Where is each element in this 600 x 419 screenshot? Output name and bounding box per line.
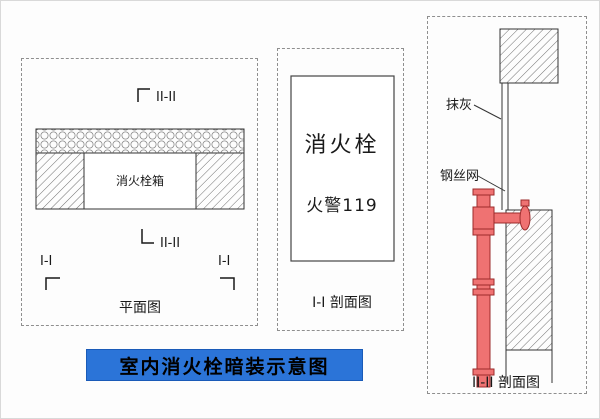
leader-line bbox=[473, 104, 502, 120]
valve-handwheel-icon bbox=[519, 205, 531, 231]
pipe-flange bbox=[472, 228, 495, 236]
section-marker-left: I-I bbox=[40, 254, 60, 290]
section-marker-right: I-I bbox=[218, 254, 235, 290]
section-ii-caption: II-II 剖面图 bbox=[472, 375, 540, 391]
pipe-flange bbox=[472, 368, 495, 376]
wall-section-upper-block bbox=[499, 28, 559, 84]
pipe-flange bbox=[472, 278, 495, 286]
plan-view-panel: II-II 消火栓箱 II-II I-I I-I bbox=[21, 58, 258, 326]
section-marker-top: II-II bbox=[137, 88, 176, 105]
valve-stem-cap bbox=[520, 199, 530, 207]
section-marker-bottom: II-II bbox=[141, 229, 180, 251]
section-i-panel: 消火栓 火警119 I-I 剖面图 bbox=[277, 48, 404, 331]
section-cut-mark-icon bbox=[137, 88, 150, 102]
fire-hydrant-pipe bbox=[472, 188, 531, 388]
valve-body bbox=[472, 206, 495, 230]
wall-insulation-band bbox=[35, 128, 245, 154]
wire-mesh-callout: 钢丝网 bbox=[440, 169, 506, 192]
hydrant-face-text: 消火栓 bbox=[304, 133, 379, 158]
hydrant-front-face-outline bbox=[290, 75, 395, 262]
valve-branch-pipe bbox=[489, 212, 523, 224]
plaster-callout: 抹灰 bbox=[446, 98, 502, 120]
wall-hatch-block-left bbox=[35, 152, 85, 210]
title-text: 室内消火栓暗装示意图 bbox=[119, 355, 330, 378]
fire-alarm-number-text: 火警119 bbox=[306, 196, 377, 216]
wall-section-lower-block bbox=[505, 209, 553, 351]
section-marker-top-label: II-II bbox=[156, 90, 176, 105]
leader-line bbox=[477, 175, 506, 192]
pipe-flange bbox=[472, 188, 495, 196]
section-i-drawing: 消火栓 火警119 I-I 剖面图 bbox=[290, 75, 395, 311]
hydrant-box-label: 消火栓箱 bbox=[116, 173, 164, 188]
section-marker-right-label: I-I bbox=[218, 254, 230, 269]
plan-view-caption: 平面图 bbox=[119, 300, 161, 316]
section-i-caption: I-I 剖面图 bbox=[312, 295, 372, 311]
section-ii-drawing: 抹灰 钢丝网 II-II 剖面图 bbox=[440, 28, 559, 391]
pipe-flange bbox=[472, 288, 495, 296]
plaster-label: 抹灰 bbox=[446, 98, 472, 113]
section-marker-left-label: I-I bbox=[40, 254, 52, 269]
section-cut-mark-icon bbox=[45, 277, 60, 290]
section-cut-mark-icon bbox=[220, 277, 235, 290]
title-banner: 室内消火栓暗装示意图 bbox=[86, 349, 363, 381]
hydrant-box-outline bbox=[83, 152, 197, 210]
section-cut-mark-icon bbox=[141, 229, 154, 244]
plan-view-drawing: II-II 消火栓箱 II-II I-I I-I bbox=[35, 88, 245, 316]
wire-mesh-label: 钢丝网 bbox=[440, 169, 479, 184]
section-marker-bottom-label: II-II bbox=[160, 236, 180, 251]
wall-hatch-block-right bbox=[195, 152, 245, 210]
section-ii-panel: 抹灰 钢丝网 II-II 剖面图 bbox=[427, 16, 587, 394]
